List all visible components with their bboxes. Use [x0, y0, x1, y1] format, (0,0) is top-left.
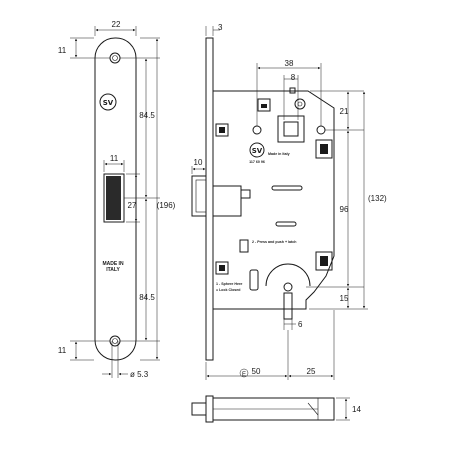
right-guide-lower [315, 251, 333, 271]
spindle-hub [277, 115, 305, 143]
body-dimensions: 3 10 38 8 21 96 (132) 15 [191, 23, 387, 380]
dim-overall-height: (132) [368, 194, 387, 203]
right-guide-upper [315, 139, 333, 159]
lower-left-block [215, 261, 229, 275]
middle-slot [275, 221, 297, 227]
cylinder-center [283, 282, 293, 292]
dim-hole-diameter: ø 5.3 [130, 370, 149, 379]
spindle-square [283, 121, 299, 137]
faceplate-logo [99, 93, 117, 111]
latch-top-bolt [191, 402, 207, 416]
body-logo [249, 142, 265, 158]
dim-bottom-offset: 15 [340, 294, 349, 303]
dim-bottom-width: 25 [307, 367, 316, 376]
instruction-1-line2: = Lock Closed [216, 288, 240, 292]
latch-mechanism [212, 185, 242, 217]
dim-latch-depth: 10 [194, 158, 203, 167]
latch-top-detail [307, 402, 319, 416]
body-logo-text: SV [252, 147, 263, 155]
top-slot [257, 98, 271, 112]
center-slot [271, 185, 303, 191]
faceplate-logo-text: SV [103, 99, 114, 107]
dim-latch-height: 27 [128, 201, 137, 210]
mount-hole-right [316, 125, 326, 135]
latch-projection-inner [195, 179, 207, 213]
dim-center-distance: 96 [340, 205, 349, 214]
faceplate-hole-bottom [109, 335, 121, 347]
left-block-inner [219, 127, 225, 133]
dim-latch-width: 11 [110, 154, 119, 163]
latch-top-plate [205, 395, 214, 423]
cylinder-pin-slot [283, 292, 293, 320]
model-code: 117 60 96 [249, 160, 265, 164]
dim-plate-thickness: 3 [218, 23, 223, 32]
cylinder-slot [249, 269, 259, 291]
faceplate-hole-top [109, 52, 121, 64]
dim-height-upper: 84.5 [139, 111, 155, 120]
instruction-1-line1: 1 - Sphere Here [216, 282, 242, 286]
front-plate [205, 37, 214, 361]
dim-backset: 50 [252, 367, 261, 376]
made-in-line2: ITALY [106, 267, 120, 273]
left-block [215, 123, 229, 137]
right-guide-upper-inner [320, 144, 328, 154]
dim-faceplate-width: 22 [112, 20, 121, 29]
lower-slot [239, 239, 249, 253]
dim-cylinder-pin: 6 [298, 320, 303, 329]
faceplate-hole-top-inner [112, 55, 118, 61]
cylinder-cam [265, 263, 311, 287]
dim-hole-bottom: 11 [58, 346, 67, 355]
dim-spindle-distance: 38 [285, 59, 294, 68]
instruction-2: 2 - Press and push + latch [252, 240, 296, 244]
dim-backset-prefix: E [242, 372, 246, 378]
hub-pin-inner [297, 101, 303, 107]
made-in-line1: MADE IN [102, 261, 124, 267]
top-slot-inner [261, 104, 267, 108]
hub-pin [294, 98, 306, 110]
dim-latch-thickness: 14 [352, 405, 361, 414]
dim-hole-top: 11 [58, 46, 67, 55]
lock-body-view: SV Made in Italy 117 60 96 2 - Press and… [191, 37, 335, 361]
latch-lever [241, 189, 251, 199]
dim-total-height: (196) [157, 201, 176, 210]
case-outline [212, 90, 335, 310]
lower-left-block-inner [219, 265, 225, 271]
body-logo-caption: Made in Italy [268, 152, 290, 156]
dim-top-offset: 21 [340, 107, 349, 116]
hub-small-square [289, 87, 296, 94]
mount-hole-upper [252, 125, 262, 135]
latch-bolt [106, 176, 121, 220]
latch-projection [191, 175, 207, 217]
latch-top-view: 14 [191, 395, 361, 423]
dim-height-lower: 84.5 [139, 293, 155, 302]
faceplate-hole-bottom-inner [112, 338, 118, 344]
right-guide-lower-inner [320, 256, 328, 266]
dim-spindle-square: 8 [291, 73, 296, 82]
faceplate-view: SV MADE IN ITALY [94, 37, 137, 361]
faceplate-dimensions: 22 11 84.5 84.5 (196) 11 27 11 [58, 20, 176, 379]
backset-symbol [239, 368, 249, 378]
